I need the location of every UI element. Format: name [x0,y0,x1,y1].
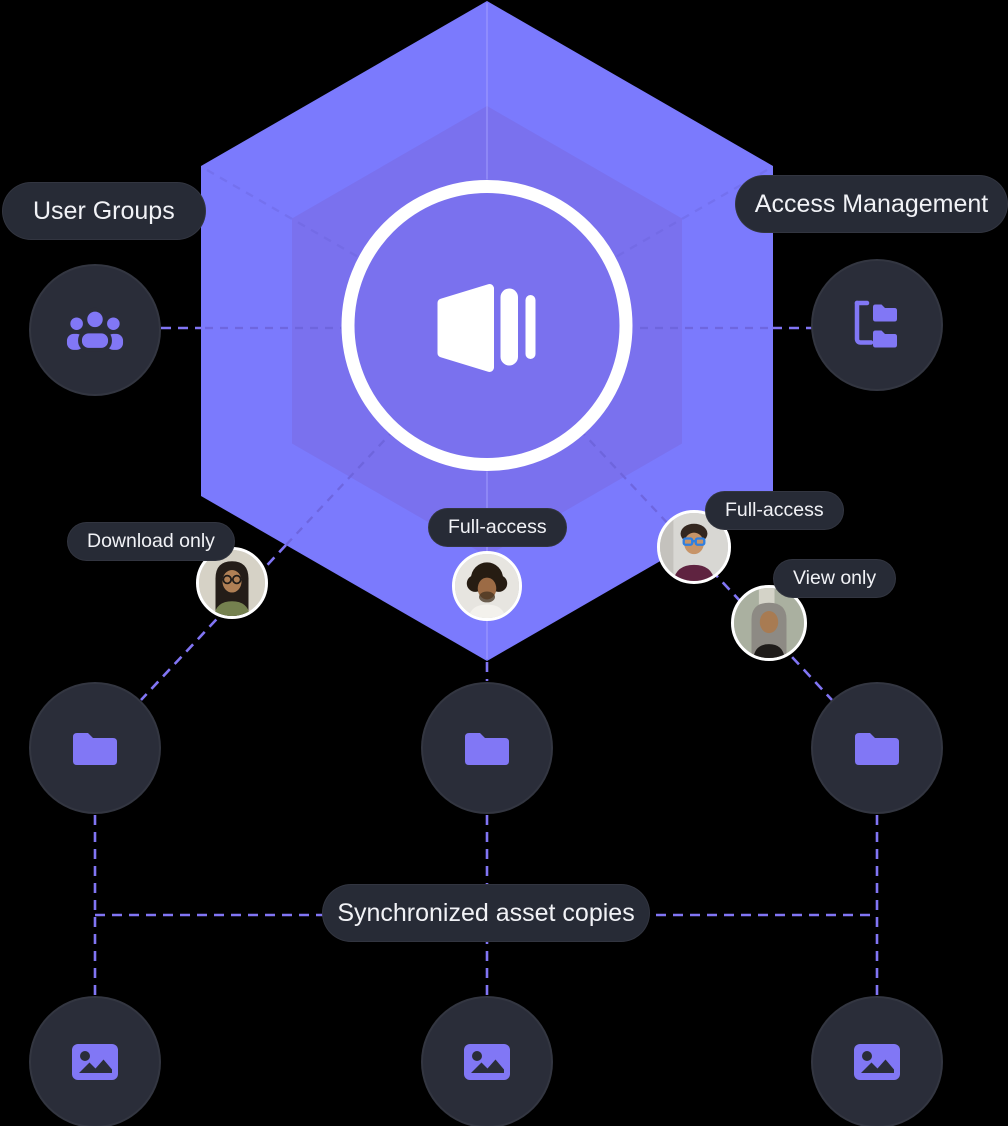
synchronized-pill: Synchronized asset copies [322,884,650,942]
full-access-right-label: Full-access [725,499,824,521]
folder-icon [465,732,509,765]
image-icon [72,1044,118,1080]
access-management-node [811,259,943,391]
folder-node-left [29,682,161,814]
user-group-icon [66,307,124,352]
folder-icon [855,732,899,765]
access-management-pill: Access Management [735,175,1008,233]
avatar-download-only [196,547,268,619]
media-play-logo-icon [437,284,536,372]
download-only-pill: Download only [67,522,235,561]
full-access-right-pill: Full-access [705,491,844,530]
avatar-full-access-center [452,551,522,621]
full-access-center-label: Full-access [448,516,547,538]
access-management-label: Access Management [754,189,989,218]
folder-node-center [421,682,553,814]
asset-node-left [29,996,161,1126]
image-icon [854,1044,900,1080]
synchronized-label: Synchronized asset copies [337,898,635,927]
user-groups-pill: User Groups [2,182,206,240]
folder-node-right [811,682,943,814]
user-groups-node [29,264,161,396]
user-groups-label: User Groups [33,196,175,225]
view-only-label: View only [793,567,877,589]
view-only-pill: View only [773,559,897,598]
logo-ring [341,180,633,471]
full-access-center-pill: Full-access [428,508,567,547]
download-only-label: Download only [87,530,215,552]
asset-node-center [421,996,553,1126]
folder-icon [73,732,117,765]
asset-node-right [811,996,943,1126]
image-icon [464,1044,510,1080]
avatar-full-access-right [657,510,731,584]
folder-tree-icon [854,300,897,348]
avatar-view-only [731,585,807,661]
